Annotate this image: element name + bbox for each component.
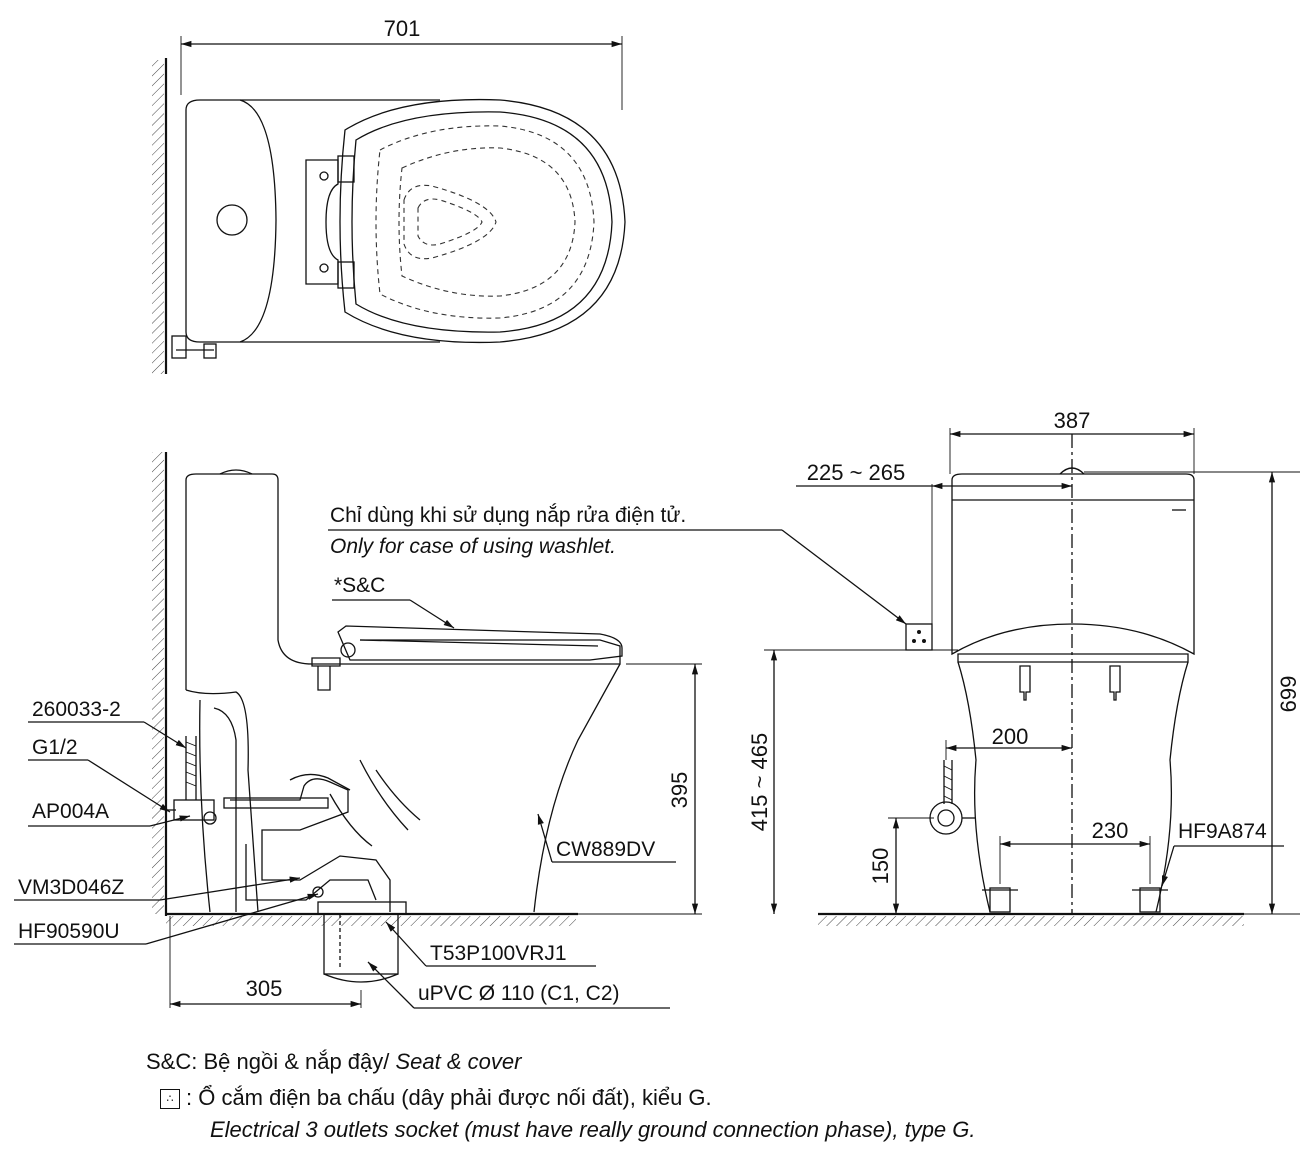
side-floor-hatch: [166, 916, 576, 926]
top-flush-button: [216, 204, 248, 236]
front-body-outline: [957, 661, 1189, 913]
legend-seat-cover-text: S&C: Bệ ngồi & nắp đậy/: [146, 1049, 396, 1074]
dim-front-socket: 225 ~ 265: [807, 460, 905, 485]
top-tank-outline: [185, 99, 277, 343]
side-tank-outline: [185, 473, 621, 665]
top-bowl-water: [403, 184, 497, 260]
front-supply-hose: [943, 760, 953, 804]
side-view: 305 395 Chỉ dùng khi sử dụng nắp rửa điệ…: [14, 452, 933, 1009]
top-view: 701: [152, 16, 626, 374]
legend-seat-cover-en: Seat & cover: [395, 1049, 522, 1074]
top-seat-outline: [339, 98, 626, 344]
part-label-hf9a874: HF9A874: [1178, 820, 1267, 843]
side-trap: [230, 778, 391, 912]
front-floor-hatch: [818, 916, 1244, 926]
dim-side-rim: 395: [667, 772, 692, 809]
side-supply-hose: [185, 736, 197, 800]
part-label-upvc: uPVC Ø 110 (C1, C2): [418, 982, 620, 1005]
socket-icon: ∴: [160, 1089, 180, 1110]
seat-cover-label: *S&C: [334, 574, 385, 597]
side-bowl-outline: [185, 663, 621, 913]
washlet-note-en: Only for case of using washlet.: [330, 535, 616, 558]
part-label-g1-2: G1/2: [32, 736, 78, 759]
part-label-hf90590u: HF90590U: [18, 920, 120, 943]
front-tank-outline: [951, 473, 1195, 656]
side-wall-hatch: [152, 452, 164, 914]
dim-front-bolt-spacing: 230: [1092, 818, 1129, 843]
dim-front-supply-height: 150: [868, 848, 893, 885]
legend-seat-cover: S&C: Bệ ngồi & nắp đậy/ Seat & cover: [146, 1049, 521, 1075]
part-label-vm3d046z: VM3D046Z: [18, 876, 124, 899]
dim-front-seat: 415 ~ 465: [747, 733, 772, 831]
top-wall-hatch: [152, 60, 164, 374]
legend-socket-en-row: Electrical 3 outlets socket (must have r…: [210, 1117, 976, 1143]
dim-top-width: 701: [384, 16, 421, 41]
side-drain-pipe: [323, 913, 399, 975]
legend-socket-en: Electrical 3 outlets socket (must have r…: [210, 1117, 976, 1142]
part-label-ap004a: AP004A: [32, 800, 109, 823]
socket-symbol-box: [905, 623, 933, 651]
front-view: 387 225 ~ 265 699 415 ~ 465 200 150 230 …: [747, 408, 1301, 926]
side-seat: [337, 625, 623, 661]
dim-side-outlet: 305: [246, 976, 283, 1001]
legend-socket-vi: : Ổ cắm điện ba chấu (dây phải được nối …: [186, 1085, 712, 1110]
part-label-cw889dv: CW889DV: [556, 838, 655, 861]
part-label-260033-2: 260033-2: [32, 698, 121, 721]
legend-socket: ∴ : Ổ cắm điện ba chấu (dây phải được nối…: [160, 1085, 712, 1111]
dim-front-width: 387: [1054, 408, 1091, 433]
dim-front-supply-offset: 200: [992, 724, 1029, 749]
top-hinge: [305, 159, 339, 285]
dim-front-height: 699: [1276, 676, 1301, 713]
side-flange: [317, 901, 407, 915]
washlet-note-vi: Chỉ dùng khi sử dụng nắp rửa điện tử.: [330, 504, 686, 527]
part-label-t53p100vrj1: T53P100VRJ1: [430, 942, 567, 965]
